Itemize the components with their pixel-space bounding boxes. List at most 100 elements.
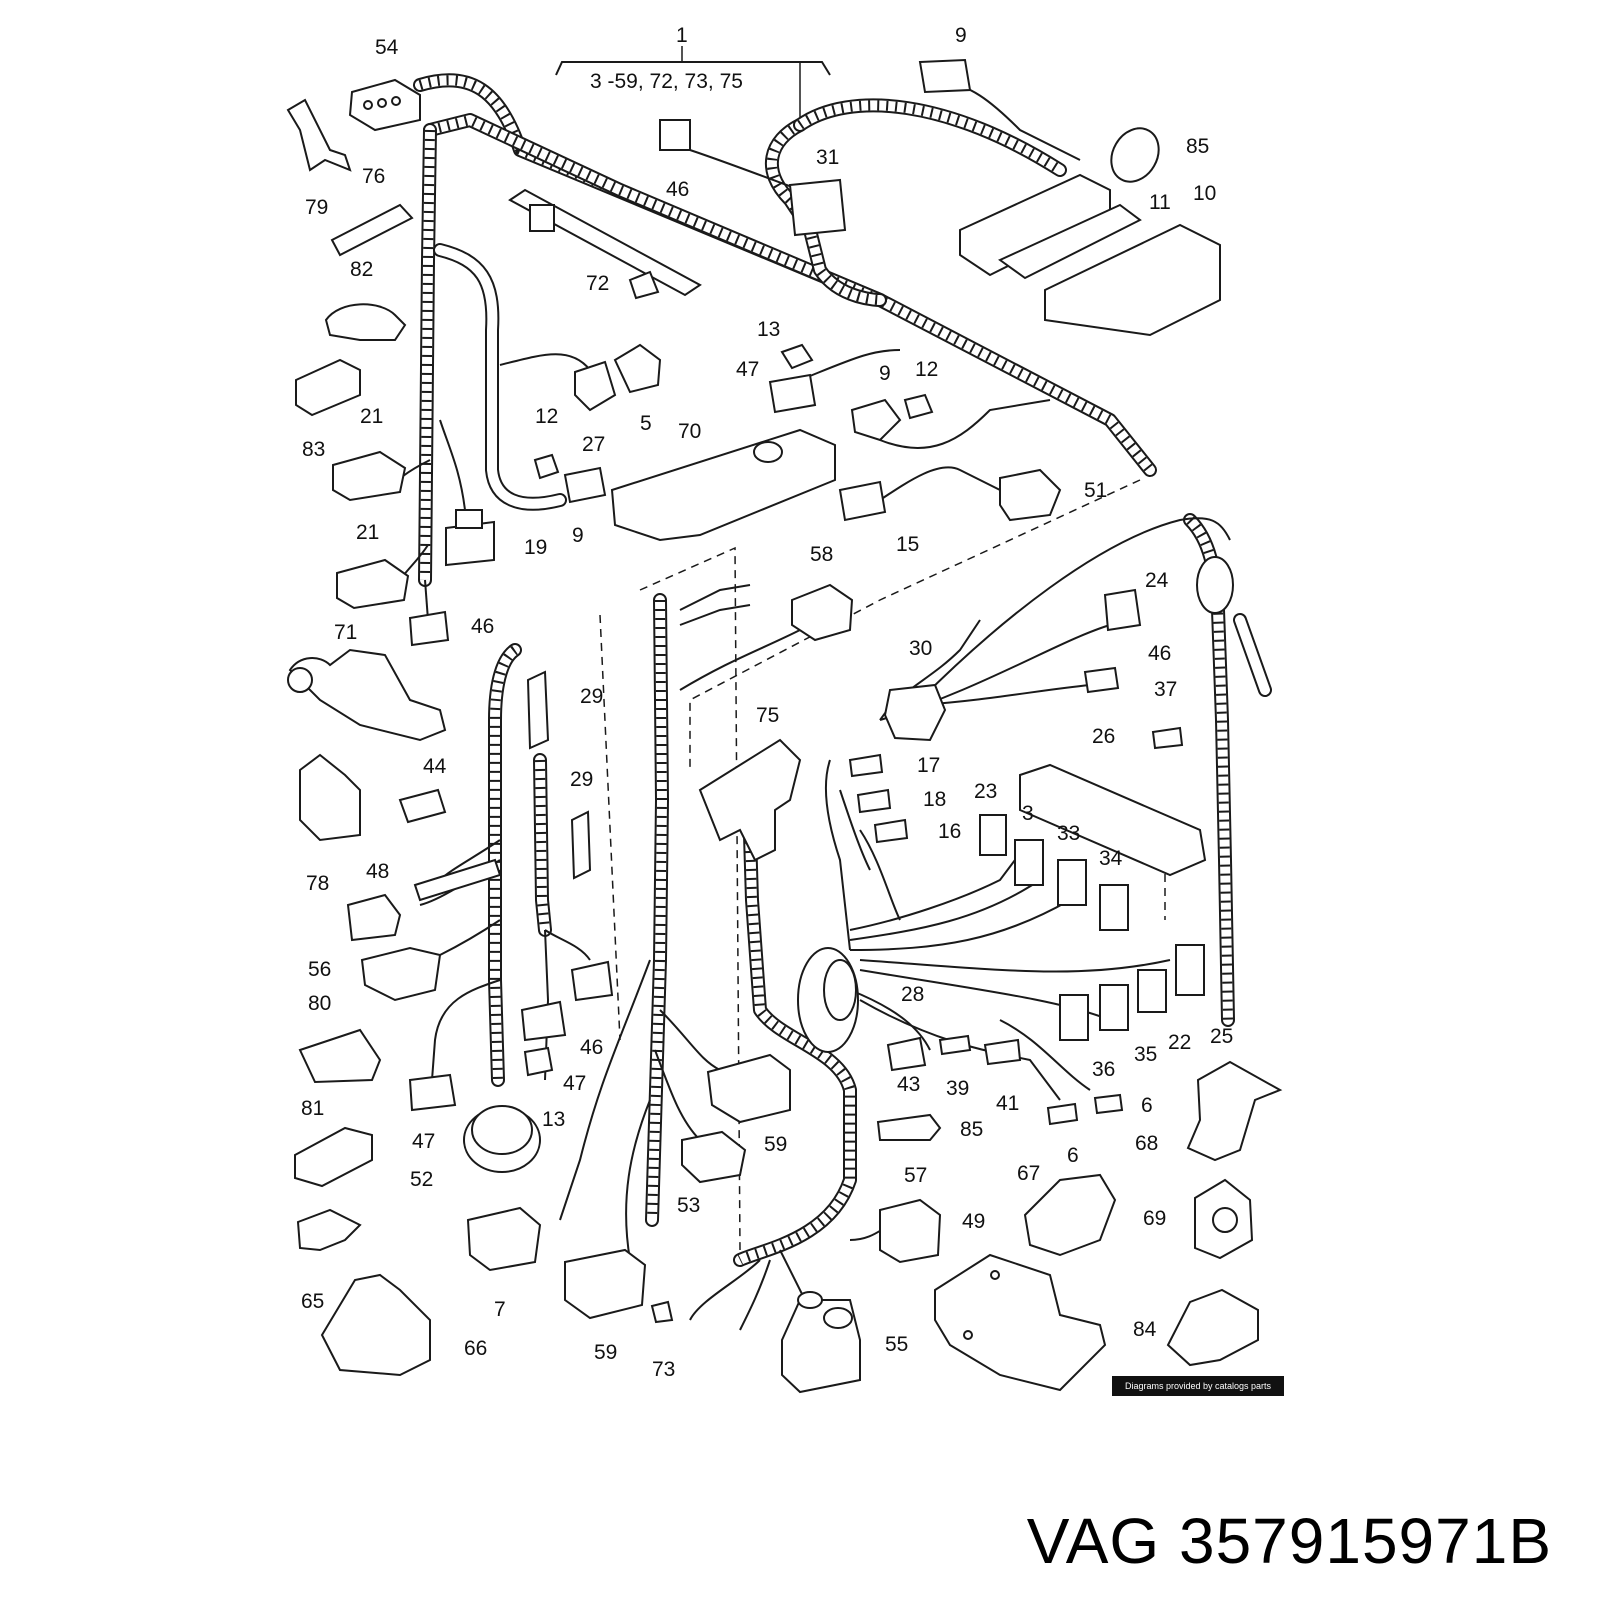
clip-84 [1166,1288,1259,1367]
callout-label-65: 65 [301,1290,324,1313]
control-unit-10 [959,173,1221,337]
callout-label-9: 9 [879,362,891,385]
bracket-71 [287,648,447,742]
callout-label-3: 3 [1022,802,1034,825]
callout-label-75: 75 [756,704,779,727]
clip-81 [294,1126,373,1188]
callout-labels: 5479768283212146319851011722751291970134… [301,24,1233,1381]
callout-label-66: 66 [464,1337,487,1360]
callout-label-29: 29 [580,685,603,708]
group-range-label: 3 -59, 72, 73, 75 [590,70,743,93]
clip-69 [1194,1178,1254,1260]
grommet-28 [797,947,859,1053]
callout-label-41: 41 [996,1092,1019,1115]
connector-59a [706,1053,791,1124]
callout-label-27: 27 [582,433,605,456]
callout-label-46: 46 [1148,642,1171,665]
group-label: 1 [676,24,688,47]
callout-label-49: 49 [962,1210,985,1233]
connector-46b [659,119,691,151]
callout-label-25: 25 [1210,1025,1233,1048]
grommet-24 [1196,556,1234,614]
callout-label-51: 51 [1084,479,1107,502]
connector-58 [791,583,854,642]
callout-label-79: 79 [305,196,328,219]
callout-label-85: 85 [960,1118,983,1141]
dashed-boundaries [599,479,1166,1251]
clip-66 [320,1273,431,1377]
callout-label-37: 37 [1154,678,1177,701]
connector-47c [520,1000,567,1042]
callout-label-70: 70 [678,420,701,443]
callout-label-56: 56 [308,958,331,981]
connector-47b [408,1073,457,1112]
callout-label-35: 35 [1134,1043,1157,1066]
callout-label-21: 21 [360,405,383,428]
connector-46d [570,960,614,1002]
callout-label-55: 55 [885,1333,908,1356]
callout-label-12: 12 [915,358,938,381]
connector-6a [1093,1093,1124,1115]
clip-12b [903,393,934,420]
clip-80 [298,1028,382,1084]
callout-label-36: 36 [1092,1058,1115,1081]
connector-16 [873,818,909,844]
callout-label-19: 19 [524,536,547,559]
callout-label-76: 76 [362,165,385,188]
callout-label-6: 6 [1067,1144,1079,1167]
callout-label-57: 57 [904,1164,927,1187]
connector-51 [999,468,1062,522]
relay-35 [1099,984,1129,1031]
connector-9b [563,466,607,504]
callout-label-9: 9 [572,524,584,547]
callout-label-11: 11 [1149,191,1171,214]
callout-label-82: 82 [350,258,373,281]
strip-76 [330,203,414,257]
strap-85b [876,1113,942,1141]
bracket-44 [398,788,447,824]
relay-3 [1014,839,1044,886]
clip-79 [286,98,352,172]
diagram-credit: Diagrams provided by catalogs parts [1112,1376,1284,1396]
callout-label-22: 22 [1168,1031,1191,1054]
relay-carrier [1019,763,1207,877]
cover-70 [610,428,836,542]
group-bracket: 1 3 -59, 72, 73, 75 [555,24,831,125]
connector-7 [466,1206,542,1272]
relay-55 [781,1291,861,1394]
blower-motor-52 [463,1105,541,1173]
callout-label-58: 58 [810,543,833,566]
connector-27 [574,360,617,412]
callout-label-73: 73 [652,1358,675,1381]
callout-label-30: 30 [909,637,932,660]
block-83 [295,358,361,417]
clip-13b [523,1046,554,1077]
relay-33 [1057,859,1087,906]
callout-label-31: 31 [816,146,839,169]
connector-9c [850,398,902,442]
callout-label-84: 84 [1133,1318,1157,1341]
connector-37 [1151,726,1184,750]
callout-label-54: 54 [375,36,399,59]
connector-21b [336,558,410,610]
callout-label-13: 13 [757,318,780,341]
callout-label-72: 72 [586,272,609,295]
callout-label-46: 46 [471,615,494,638]
callout-label-53: 53 [677,1194,700,1217]
connector-21a [332,450,407,502]
connector-46c [1103,588,1142,632]
callout-label-21: 21 [356,521,379,544]
callout-label-43: 43 [897,1073,920,1096]
bracket-72 [508,188,702,300]
grommet-31 [788,178,847,237]
bracket-49 [934,1253,1107,1392]
callout-label-47: 47 [412,1130,435,1153]
connector-9a [918,58,972,94]
callout-label-44: 44 [423,755,447,778]
callout-label-23: 23 [974,780,997,803]
callout-label-18: 18 [923,788,946,811]
fuse-73 [650,1300,674,1324]
callout-label-34: 34 [1099,847,1123,870]
callout-label-47: 47 [736,358,759,381]
